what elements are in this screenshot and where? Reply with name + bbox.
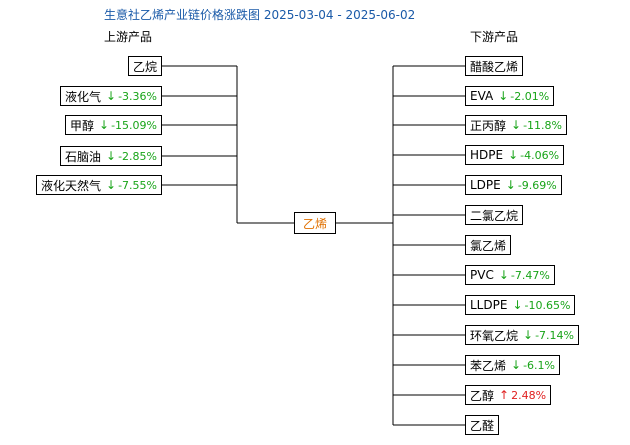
change-percent: -10.65% [524, 298, 571, 312]
downstream-node-lldpe[interactable]: LLDPE ↓ -10.65% [465, 295, 576, 315]
change-percent: -2.01% [510, 89, 550, 103]
node-name: 苯乙烯 [470, 358, 507, 373]
node-name: 正丙醇 [470, 118, 507, 133]
node-name: 乙醛 [470, 418, 495, 433]
change-percent: -7.14% [535, 328, 574, 342]
node-name: 乙烯 [302, 216, 327, 231]
upstream-node-naphtha[interactable]: 石脑油 ↓ -2.85% [60, 146, 162, 166]
change-percent: -3.36% [118, 89, 157, 103]
down-arrow-icon: ↓ [511, 118, 522, 132]
down-arrow-icon: ↓ [505, 178, 516, 192]
node-name: 环氧乙烷 [470, 328, 519, 343]
downstream-node-pvc[interactable]: PVC ↓ -7.47% [465, 265, 555, 285]
downstream-node-acetaldehyde[interactable]: 乙醛 [465, 415, 500, 435]
downstream-node-styrene[interactable]: 苯乙烯 ↓ -6.1% [465, 355, 560, 375]
downstream-node-ethanol[interactable]: 乙醇 ↑ 2.48% [465, 385, 552, 405]
diagram-title: 生意社乙烯产业链价格涨跌图 2025-03-04 - 2025-06-02 [104, 8, 416, 22]
down-arrow-icon: ↓ [498, 268, 509, 282]
node-name: 乙醇 [470, 388, 495, 403]
node-name: 二氯乙烷 [470, 208, 519, 223]
node-name: 氯乙烯 [470, 238, 507, 253]
change-percent: -7.55% [118, 178, 157, 192]
downstream-node-hdpe[interactable]: HDPE ↓ -4.06% [465, 145, 565, 165]
node-name: HDPE [470, 148, 504, 162]
node-name: LLDPE [470, 298, 508, 312]
change-percent: -11.8% [523, 118, 562, 132]
down-arrow-icon: ↓ [508, 148, 519, 162]
upstream-node-ethane[interactable]: 乙烷 [127, 56, 162, 76]
down-arrow-icon: ↓ [106, 178, 117, 192]
upstream-node-lpg[interactable]: 液化气 ↓ -3.36% [60, 86, 162, 106]
change-percent: -15.09% [111, 118, 157, 132]
up-arrow-icon: ↑ [499, 388, 510, 402]
change-percent: -4.06% [520, 148, 560, 162]
change-percent: -7.47% [510, 268, 550, 282]
change-percent: 2.48% [511, 388, 547, 402]
downstream-node-eva[interactable]: EVA ↓ -2.01% [465, 86, 555, 106]
change-percent: -9.69% [517, 178, 557, 192]
node-name: 甲醇 [70, 118, 95, 133]
node-name: PVC [470, 268, 494, 282]
down-arrow-icon: ↓ [523, 328, 534, 342]
down-arrow-icon: ↓ [106, 149, 117, 163]
node-name: EVA [470, 89, 494, 103]
node-name: 醋酸乙烯 [470, 59, 519, 74]
down-arrow-icon: ↓ [498, 89, 509, 103]
down-arrow-icon: ↓ [99, 118, 110, 132]
downstream-node-ethylene-oxide[interactable]: 环氧乙烷 ↓ -7.14% [465, 325, 579, 345]
center-node-ethylene[interactable]: 乙烯 [294, 212, 336, 234]
node-name: 石脑油 [65, 149, 102, 164]
node-name: LDPE [470, 178, 501, 192]
down-arrow-icon: ↓ [511, 358, 522, 372]
upstream-node-methanol[interactable]: 甲醇 ↓ -15.09% [65, 115, 162, 135]
change-percent: -2.85% [118, 149, 157, 163]
downstream-node-vinyl-chloride[interactable]: 氯乙烯 [465, 235, 512, 255]
downstream-node-vinyl-acetate[interactable]: 醋酸乙烯 [465, 56, 524, 76]
downstream-node-n-propanol[interactable]: 正丙醇 ↓ -11.8% [465, 115, 567, 135]
downstream-node-dichloroethane[interactable]: 二氯乙烷 [465, 205, 524, 225]
down-arrow-icon: ↓ [512, 298, 523, 312]
down-arrow-icon: ↓ [106, 89, 117, 103]
change-percent: -6.1% [523, 358, 555, 372]
node-name: 液化气 [65, 89, 102, 104]
upstream-node-lng[interactable]: 液化天然气 ↓ -7.55% [36, 175, 162, 195]
node-name: 液化天然气 [41, 178, 102, 193]
node-name: 乙烷 [132, 59, 157, 74]
upstream-label: 上游产品 [104, 30, 153, 44]
downstream-label: 下游产品 [470, 30, 519, 44]
downstream-node-ldpe[interactable]: LDPE ↓ -9.69% [465, 175, 562, 195]
